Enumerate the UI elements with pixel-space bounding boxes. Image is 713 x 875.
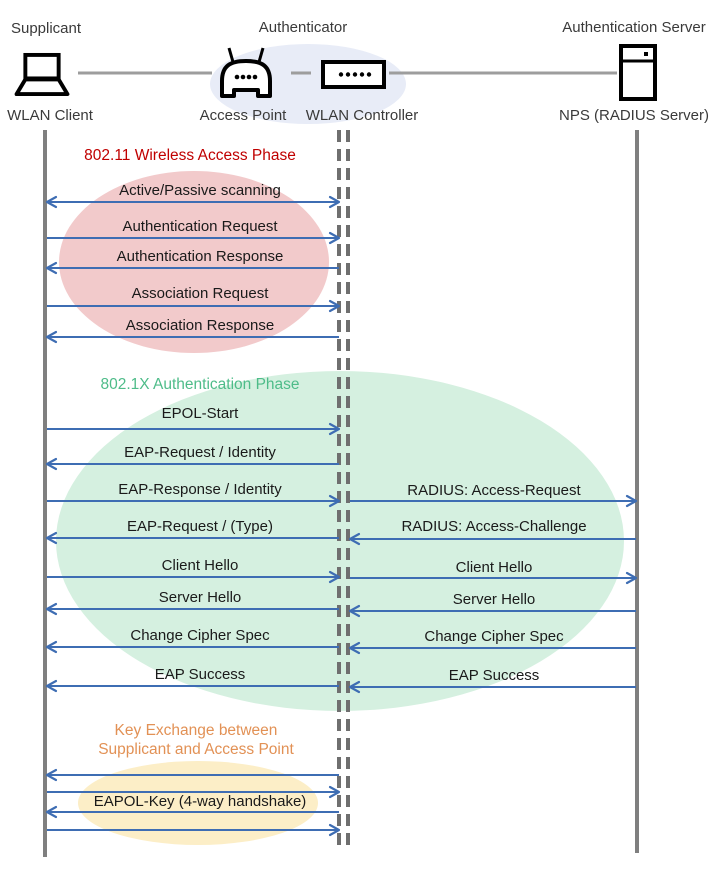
arrowhead <box>625 571 638 585</box>
node-label-wlan-controller: WLAN Controller <box>305 107 419 124</box>
message-label: EAPOL-Key (4-way handshake) <box>93 793 307 810</box>
wlan-controller-icon <box>321 60 386 89</box>
wireless-access-phase-ellipse <box>59 171 329 353</box>
phase-title-authentication-phase: 802.1X Authentication Phase <box>100 375 300 393</box>
arrowhead <box>348 641 361 655</box>
arrowhead <box>348 680 361 694</box>
phase-title-key-exchange-phase: Key Exchange between Supplicant and Acce… <box>98 722 294 758</box>
node-label-wlan-client: WLAN Client <box>7 107 93 124</box>
arrowhead <box>45 805 58 819</box>
arrowhead <box>328 494 341 508</box>
arrowhead <box>625 494 638 508</box>
message-label: Client Hello <box>455 559 533 576</box>
arrowhead <box>45 330 58 344</box>
arrowhead <box>328 570 341 584</box>
arrowhead <box>45 457 58 471</box>
message-label: Authentication Response <box>116 248 284 265</box>
arrowhead <box>45 640 58 654</box>
message-label: RADIUS: Access-Challenge <box>401 518 587 535</box>
message-label: Client Hello <box>161 557 239 574</box>
phase-title-wireless-access-phase: 802.11 Wireless Access Phase <box>84 146 296 164</box>
role-label-supplicant: Supplicant <box>10 20 82 37</box>
arrowhead <box>45 261 58 275</box>
message-label: Association Request <box>131 285 269 302</box>
message-label: Server Hello <box>452 591 536 608</box>
arrowhead <box>328 422 341 436</box>
key-exchange-phase-ellipse <box>78 761 318 845</box>
message-label: Change Cipher Spec <box>424 628 564 645</box>
node-label-access-point: Access Point <box>199 107 287 124</box>
message-label: Server Hello <box>158 589 242 606</box>
message-label: Authentication Request <box>122 218 278 235</box>
laptop-icon <box>8 52 76 98</box>
message-label: RADIUS: Access-Request <box>407 482 581 499</box>
message-label: Active/Passive scanning <box>119 182 281 199</box>
server-icon <box>619 44 657 101</box>
role-label-authenticator: Authenticator <box>258 19 348 36</box>
role-label-authentication-server: Authentication Server <box>562 19 706 36</box>
arrowhead <box>348 604 361 618</box>
message-label: EAP-Request / Identity <box>124 444 276 461</box>
message-label: EPOL-Start <box>161 405 239 422</box>
arrowhead <box>45 679 58 693</box>
arrowhead <box>328 299 341 313</box>
arrowhead <box>45 195 58 209</box>
access-point-icon <box>212 45 280 105</box>
arrowhead <box>45 531 58 545</box>
arrowhead <box>328 231 341 245</box>
arrowhead <box>348 532 361 546</box>
arrowhead <box>45 602 58 616</box>
message-label: EAP Success <box>448 667 540 684</box>
message-label: Association Response <box>125 317 275 334</box>
node-label-nps-radius-server: NPS (RADIUS Server) <box>558 107 710 124</box>
message-label: EAP-Request / (Type) <box>127 518 273 535</box>
arrowhead <box>328 785 341 799</box>
message-label: EAP-Response / Identity <box>118 481 282 498</box>
arrowhead <box>328 823 341 837</box>
arrowhead <box>45 768 58 782</box>
message-label: EAP Success <box>154 666 246 683</box>
arrowhead <box>328 195 341 209</box>
message-label: Change Cipher Spec <box>130 627 270 644</box>
